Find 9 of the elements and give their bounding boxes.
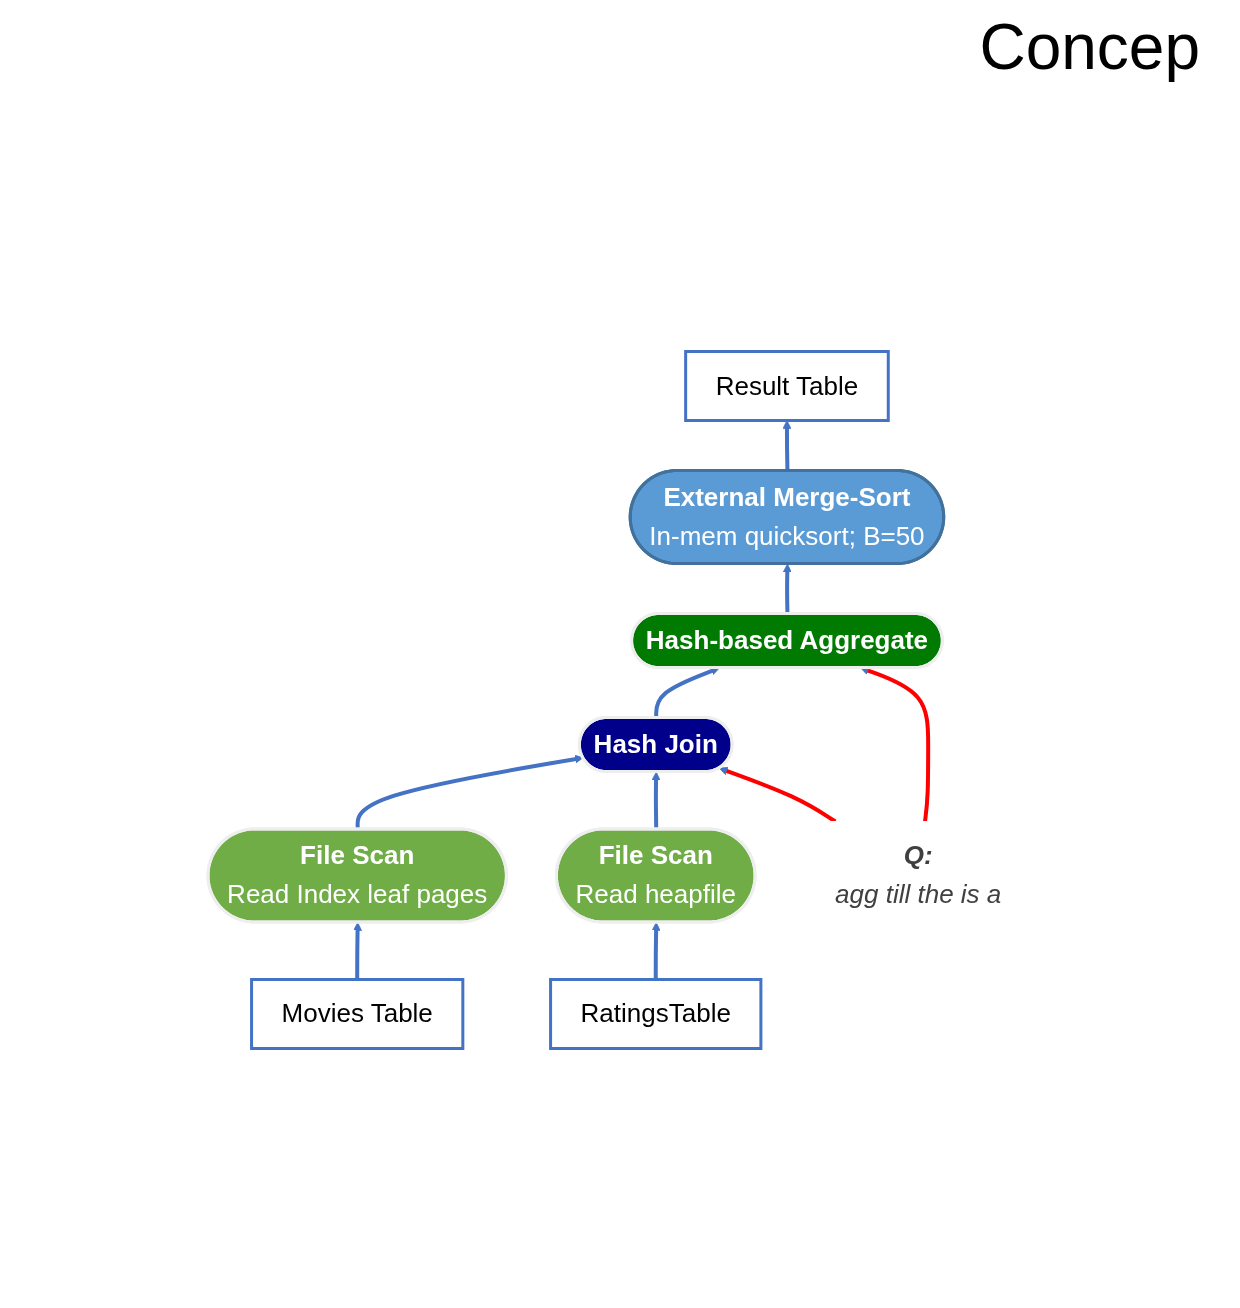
arrow [353, 922, 363, 980]
node-text: Q: agg till the is a [835, 840, 1002, 910]
arrow [356, 754, 584, 830]
node-box: RatingsTable [549, 978, 763, 1050]
title: Concep [979, 10, 1200, 84]
node-box: Movies Table [250, 978, 465, 1050]
node-box: Result Table [684, 350, 891, 422]
arrow [652, 922, 661, 980]
arrow [652, 771, 661, 830]
